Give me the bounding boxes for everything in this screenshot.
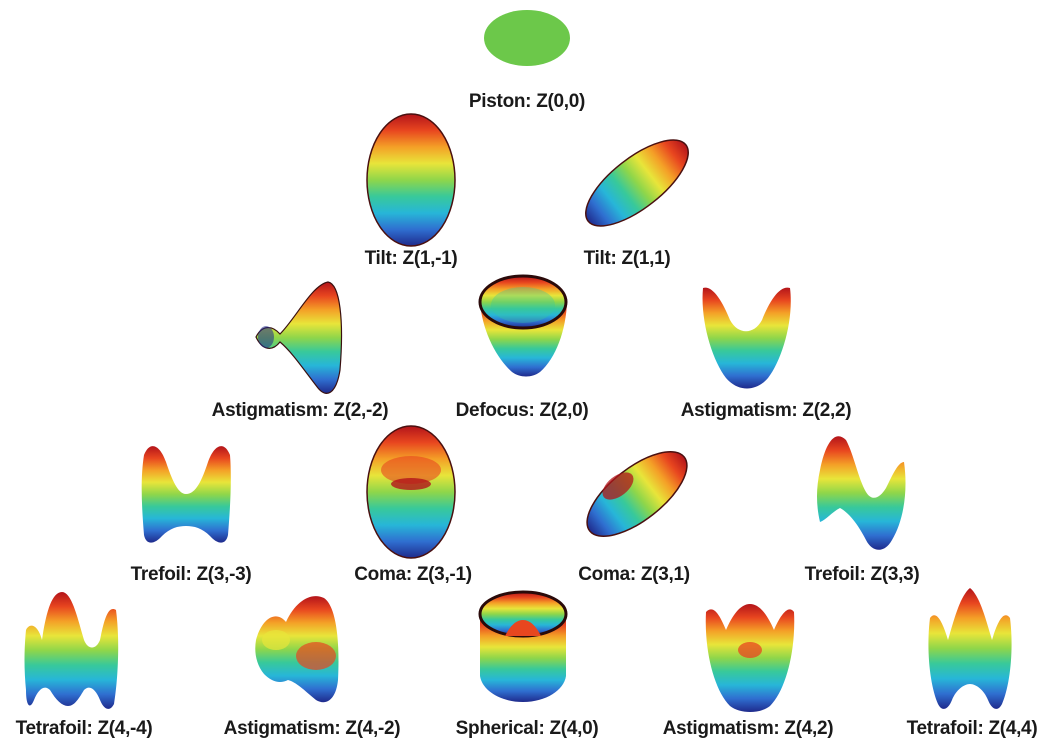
- shape-z3-3: [817, 436, 906, 550]
- label-coma-z3-m1: Coma: Z(3,-1): [354, 564, 472, 585]
- shape-z4-m2: [255, 596, 339, 703]
- label-spherical-z4-0: Spherical: Z(4,0): [455, 718, 599, 739]
- label-astigmatism-z2-m2: Astigmatism: Z(2,-2): [211, 400, 389, 421]
- shape-z3-1: [586, 451, 688, 537]
- label-tilt-z1-1: Tilt: Z(1,1): [583, 248, 671, 269]
- shape-z0-0: [484, 10, 570, 66]
- label-tetrafoil-z4-m4: Tetrafoil: Z(4,-4): [15, 718, 153, 739]
- shape-z4-4: [928, 588, 1012, 709]
- shape-z4-m4: [24, 592, 119, 709]
- label-piston-z0-0: Piston: Z(0,0): [468, 91, 586, 112]
- shape-z4-2: [705, 604, 795, 712]
- shape-z1-1: [585, 139, 689, 227]
- label-coma-z3-1: Coma: Z(3,1): [578, 564, 690, 585]
- label-trefoil-z3-m3: Trefoil: Z(3,-3): [130, 564, 252, 585]
- label-defocus-z2-0: Defocus: Z(2,0): [455, 400, 589, 421]
- shape-z2-m2: [255, 281, 343, 394]
- label-tetrafoil-z4-4: Tetrafoil: Z(4,4): [906, 718, 1038, 739]
- shape-z1-m1: [366, 113, 456, 247]
- label-trefoil-z3-3: Trefoil: Z(3,3): [804, 564, 920, 585]
- shape-z2-2: [702, 287, 791, 389]
- shape-z2-0: [478, 274, 568, 377]
- shape-z3-m1: [366, 425, 456, 559]
- label-tilt-z1-m1: Tilt: Z(1,-1): [364, 248, 458, 269]
- label-astigmatism-z2-2: Astigmatism: Z(2,2): [680, 400, 852, 421]
- shape-z3-m3: [141, 446, 231, 543]
- shape-z4-0: [478, 590, 568, 702]
- label-astigmatism-z4-m2: Astigmatism: Z(4,-2): [223, 718, 401, 739]
- label-astigmatism-z4-2: Astigmatism: Z(4,2): [662, 718, 834, 739]
